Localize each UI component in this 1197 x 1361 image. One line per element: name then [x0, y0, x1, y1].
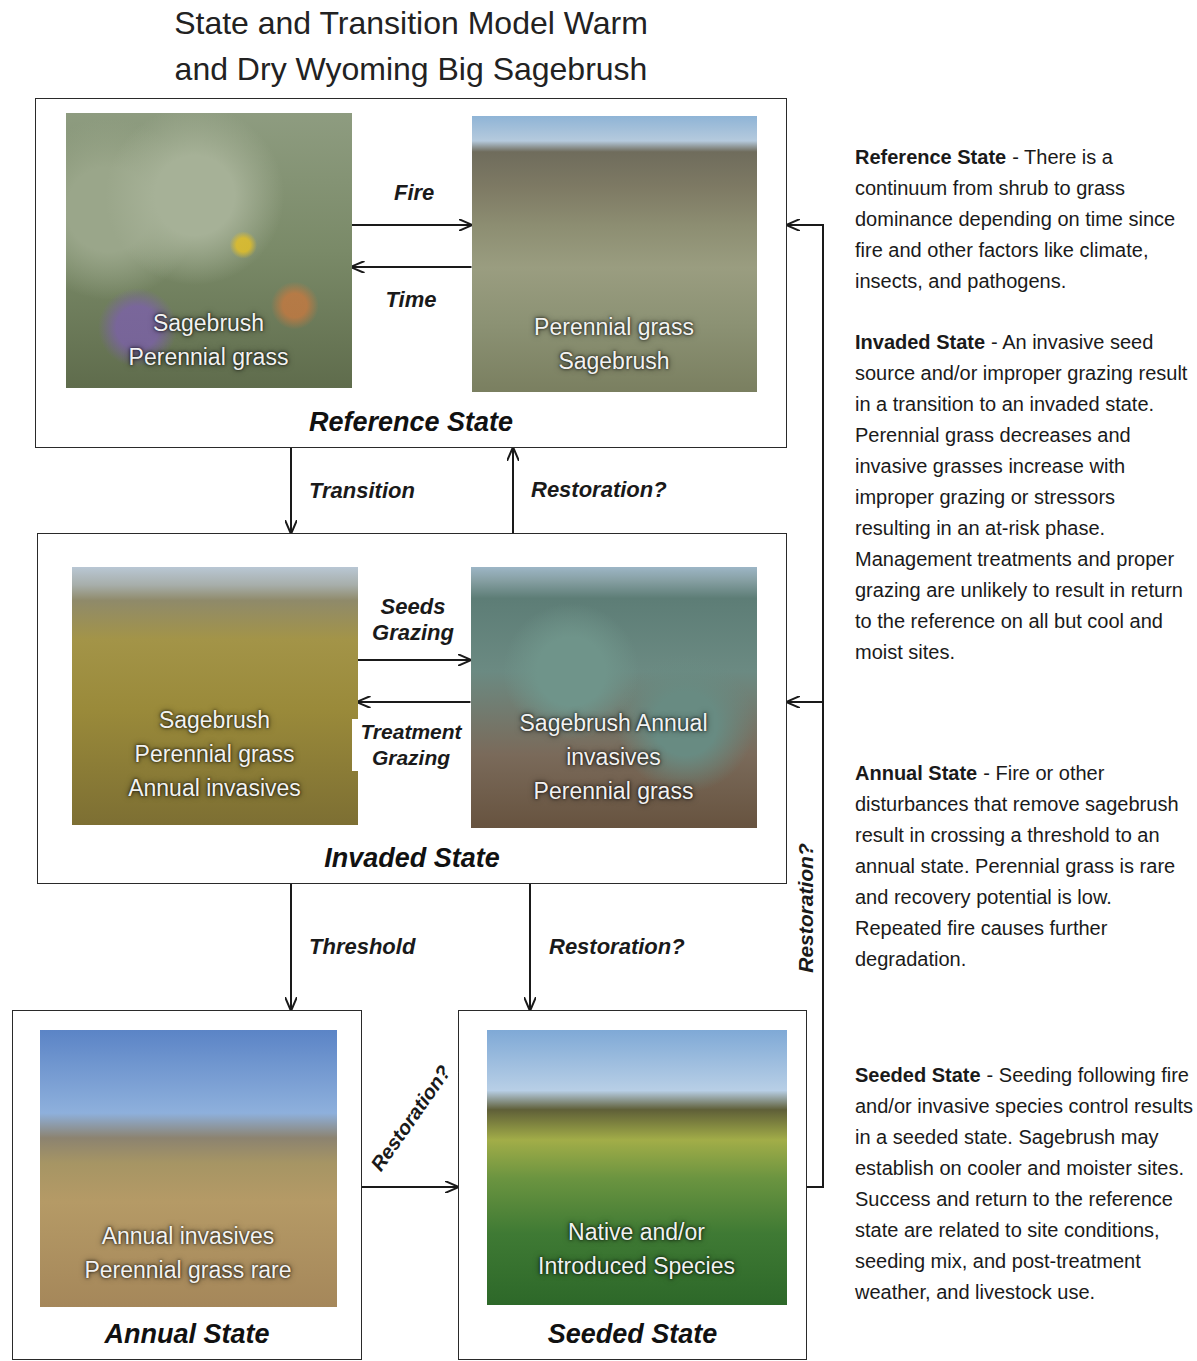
state-title: Seeded State [459, 1318, 806, 1350]
photo-caption: Native and/or Introduced Species [519, 1215, 754, 1283]
connector-arrow [787, 702, 823, 1187]
description-heading: Reference State [855, 146, 1006, 168]
edge-label: Time [383, 287, 440, 313]
photo-panel: Perennial grass Sagebrush [472, 116, 757, 392]
description-text: - An invasive seed source and/or imprope… [855, 331, 1187, 663]
description-heading: Seeded State [855, 1064, 981, 1086]
description-block: Reference State- There is a continuum fr… [855, 142, 1193, 297]
edge-label: Restoration? [546, 934, 688, 960]
edge-label: Restoration? [793, 840, 819, 976]
edge-label: Restoration? [362, 1058, 457, 1179]
state-title: Annual State [13, 1318, 361, 1350]
description-heading: Annual State [855, 762, 977, 784]
edge-label: Seeds Grazing [362, 594, 464, 646]
description-text: - Seeding following fire and/or invasive… [855, 1064, 1193, 1303]
connector-arrow [358, 659, 471, 661]
photo-panel: Sagebrush Perennial grass Annual invasiv… [72, 567, 358, 825]
connector-arrow [529, 884, 531, 1010]
connector-arrow [290, 448, 292, 533]
photo-caption: Sagebrush Perennial grass [114, 306, 304, 374]
photo-panel: Sagebrush Perennial grass [66, 113, 352, 388]
photo-caption: Annual invasives Perennial grass rare [71, 1219, 306, 1287]
connector-arrow [512, 448, 514, 533]
description-block: Seeded State- Seeding following fire and… [855, 1060, 1193, 1308]
state-box: Annual State Annual invasives Perennial g… [12, 1010, 362, 1360]
connector-arrow [358, 701, 471, 703]
photo-caption: Sagebrush Annual invasives Perennial gra… [516, 706, 711, 808]
edge-label: Threshold [306, 934, 418, 960]
edge-label: Fire [391, 180, 437, 206]
connector-arrow [787, 225, 823, 1187]
photo-caption: Perennial grass Sagebrush [519, 310, 709, 378]
photo-caption: Sagebrush Perennial grass Annual invasiv… [117, 703, 312, 805]
description-block: Invaded State- An invasive seed source a… [855, 327, 1193, 668]
photo-panel: Native and/or Introduced Species [487, 1030, 787, 1305]
edge-label: Restoration? [528, 477, 670, 503]
state-box: Invaded State Sagebrush Perennial grass A… [37, 533, 787, 884]
state-box: Reference State Sagebrush Perennial grass… [35, 98, 787, 448]
state-title: Invaded State [38, 842, 786, 874]
photo-panel: Sagebrush Annual invasives Perennial gra… [471, 567, 757, 828]
connector-arrow [362, 1186, 458, 1188]
connector-arrow [290, 884, 292, 1010]
state-box: Seeded State Native and/or Introduced Spe… [458, 1010, 807, 1360]
photo-panel: Annual invasives Perennial grass rare [40, 1030, 337, 1307]
diagram-title: State and Transition Model Warm and Dry … [151, 0, 671, 92]
description-block: Annual State- Fire or other disturbances… [855, 758, 1193, 975]
description-heading: Invaded State [855, 331, 985, 353]
edge-label: Transition [306, 478, 418, 504]
description-text: - Fire or other disturbances that remove… [855, 762, 1179, 970]
state-title: Reference State [36, 406, 786, 438]
connector-arrow [352, 266, 472, 268]
connector-arrow [352, 224, 472, 226]
edge-label: Treatment Grazing [352, 719, 470, 771]
